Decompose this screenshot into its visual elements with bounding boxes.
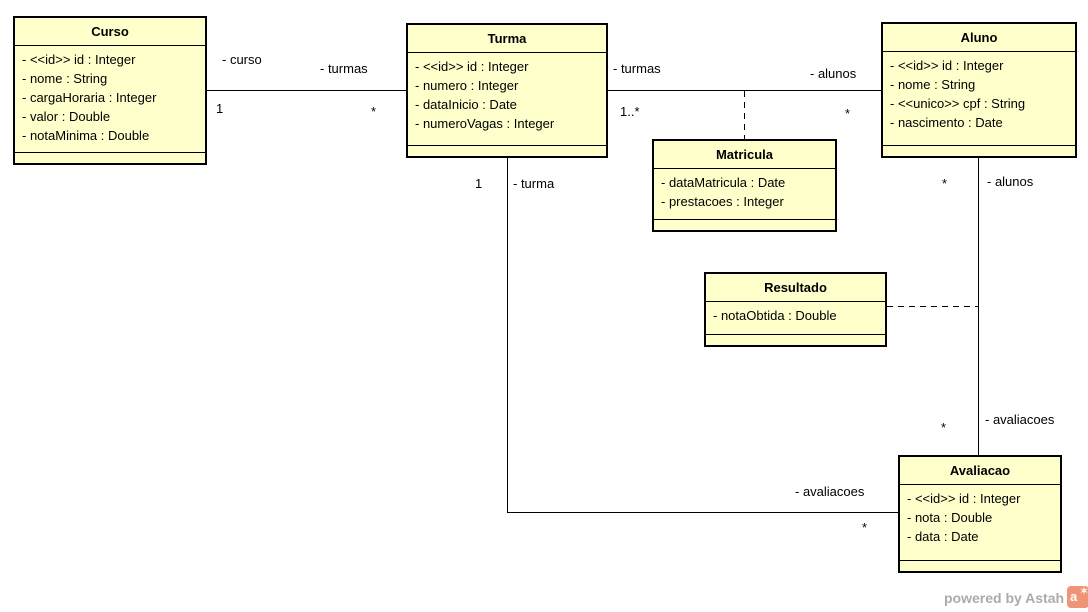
class-attributes: - <<id>> id : Integer - nome : String - ca… xyxy=(15,46,205,153)
astah-logo-star-icon: ✶ xyxy=(1078,584,1088,598)
attribute-row: - cargaHoraria : Integer xyxy=(22,90,157,105)
attribute-row: - <<unico>> cpf : String xyxy=(890,96,1026,111)
attribute-row: - <<id>> id : Integer xyxy=(415,59,529,74)
class-title: Curso xyxy=(15,18,205,46)
attribute-row: - dataInicio : Date xyxy=(415,97,517,112)
astah-logo-letter: a xyxy=(1070,589,1078,604)
class-title: Aluno xyxy=(883,24,1075,52)
role-label-alunos-top: - alunos xyxy=(810,66,857,81)
class-title: Turma xyxy=(408,25,606,53)
attribute-row: - notaMinima : Double xyxy=(22,128,150,143)
multiplicity-alunos-side: * xyxy=(942,176,948,191)
role-label-turmas-right: - turmas xyxy=(613,61,661,76)
class-title: Avaliacao xyxy=(900,457,1060,485)
attribute-row: - data : Date xyxy=(907,529,979,544)
multiplicity-curso: 1 xyxy=(216,101,224,116)
role-label-turma-bottom: - turma xyxy=(513,176,555,191)
association-turma-avaliacao-horizontal[interactable] xyxy=(507,512,898,513)
multiplicity-turma-1-star: 1..* xyxy=(620,104,640,119)
class-operations xyxy=(15,153,205,163)
multiplicity-turma-bottom: 1 xyxy=(475,176,483,191)
role-label-curso: - curso xyxy=(222,52,262,67)
attribute-row: - numero : Integer xyxy=(415,78,519,93)
class-curso[interactable]: Curso - <<id>> id : Integer - nome : Stri… xyxy=(13,16,207,165)
association-aluno-avaliacao[interactable] xyxy=(978,158,979,455)
watermark-text: powered by Astah xyxy=(944,590,1065,606)
attribute-row: - nome : String xyxy=(890,77,976,92)
class-resultado[interactable]: Resultado - notaObtida : Double xyxy=(704,272,887,347)
class-operations xyxy=(883,146,1075,156)
class-attributes: - <<id>> id : Integer - nota : Double - da… xyxy=(900,485,1060,561)
association-turma-aluno[interactable] xyxy=(608,90,881,91)
attribute-row: - <<id>> id : Integer xyxy=(22,52,136,67)
attribute-row: - dataMatricula : Date xyxy=(661,175,786,190)
attribute-row: - notaObtida : Double xyxy=(713,308,837,323)
role-label-turmas-left: - turmas xyxy=(320,61,368,76)
attribute-row: - numeroVagas : Integer xyxy=(415,116,555,131)
class-aluno[interactable]: Aluno - <<id>> id : Integer - nome : Stri… xyxy=(881,22,1077,158)
attribute-row: - nota : Double xyxy=(907,510,993,525)
multiplicity-alunos-top: * xyxy=(845,106,851,121)
attribute-row: - nome : String xyxy=(22,71,108,86)
role-label-avaliacoes-side: - avaliacoes xyxy=(985,412,1055,427)
attribute-row: - prestacoes : Integer xyxy=(661,194,784,209)
multiplicity-turmas-left: * xyxy=(371,104,377,119)
class-turma[interactable]: Turma - <<id>> id : Integer - numero : In… xyxy=(406,23,608,158)
role-label-alunos-side: - alunos xyxy=(987,174,1034,189)
class-matricula[interactable]: Matricula - dataMatricula : Date - presta… xyxy=(652,139,837,232)
class-attributes: - dataMatricula : Date - prestacoes : Int… xyxy=(654,169,835,220)
class-title: Resultado xyxy=(706,274,885,302)
class-attributes: - <<id>> id : Integer - nome : String - <<… xyxy=(883,52,1075,146)
class-title: Matricula xyxy=(654,141,835,169)
association-turma-avaliacao-vertical[interactable] xyxy=(507,158,508,513)
attribute-row: - valor : Double xyxy=(22,109,111,124)
multiplicity-avaliacoes-bottom: * xyxy=(862,520,868,535)
role-label-avaliacoes-bottom: - avaliacoes xyxy=(795,484,865,499)
astah-logo-icon: a ✶ xyxy=(1067,584,1088,608)
class-operations xyxy=(408,146,606,156)
class-operations xyxy=(900,561,1060,571)
association-class-link-resultado[interactable] xyxy=(887,306,978,307)
attribute-row: - <<id>> id : Integer xyxy=(907,491,1021,506)
class-operations xyxy=(654,220,835,230)
attribute-row: - nascimento : Date xyxy=(890,115,1003,130)
association-curso-turma[interactable] xyxy=(207,90,406,91)
class-attributes: - <<id>> id : Integer - numero : Integer -… xyxy=(408,53,606,146)
class-avaliacao[interactable]: Avaliacao - <<id>> id : Integer - nota : … xyxy=(898,455,1062,573)
class-attributes: - notaObtida : Double xyxy=(706,302,885,335)
class-operations xyxy=(706,335,885,345)
attribute-row: - <<id>> id : Integer xyxy=(890,58,1004,73)
multiplicity-avaliacoes-side: * xyxy=(941,420,947,435)
association-class-link-matricula[interactable] xyxy=(744,91,745,139)
